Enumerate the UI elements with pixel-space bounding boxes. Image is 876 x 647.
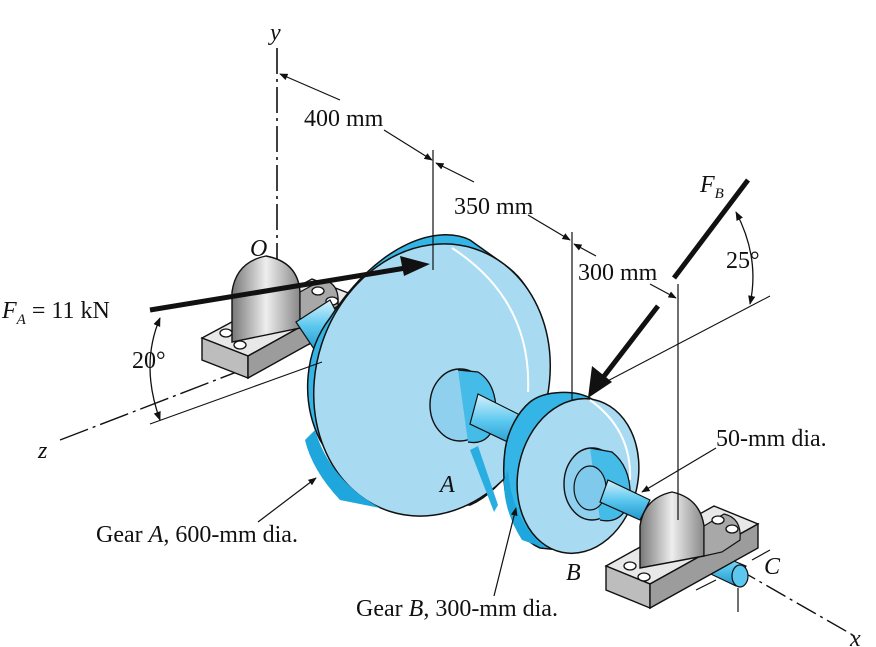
angle-25-marker xyxy=(597,211,771,387)
angle-25-label: 25° xyxy=(726,248,760,274)
force-b-arrow xyxy=(588,178,750,398)
dimension-300-label: 300 mm xyxy=(578,260,658,286)
z-axis-label: z xyxy=(37,438,48,464)
dimension-350 xyxy=(435,162,573,400)
point-b-label: B xyxy=(566,560,581,586)
dimension-300 xyxy=(573,243,679,520)
x-axis xyxy=(735,567,859,639)
dimension-400 xyxy=(279,73,434,270)
force-a-arrow xyxy=(149,256,430,313)
gear-b xyxy=(503,391,640,555)
origin-label: O xyxy=(250,236,267,262)
gear-a xyxy=(305,234,552,517)
leader-gear-a xyxy=(257,477,317,523)
gear-a-label: Gear A, 600-mm dia. xyxy=(96,522,298,548)
x-axis-label: x xyxy=(849,626,861,647)
angle-20-marker xyxy=(149,317,323,425)
force-a-label: FA = 11 kN xyxy=(1,298,110,328)
shaft-dia-label: 50-mm dia. xyxy=(716,426,827,452)
point-c-label: C xyxy=(764,554,781,580)
dimension-c xyxy=(695,549,771,612)
dimension-400-label: 400 mm xyxy=(304,106,384,132)
y-axis-label: y xyxy=(268,20,281,46)
gear-b-label: Gear B, 300-mm dia. xyxy=(356,596,558,622)
leader-shaft-dia xyxy=(641,447,717,493)
point-a-label: A xyxy=(438,472,455,498)
bearing-right xyxy=(604,491,760,610)
angle-20-label: 20° xyxy=(132,348,166,374)
leader-gear-b xyxy=(493,507,518,597)
force-b-label: FB xyxy=(699,172,724,202)
dimension-350-label: 350 mm xyxy=(454,194,534,220)
